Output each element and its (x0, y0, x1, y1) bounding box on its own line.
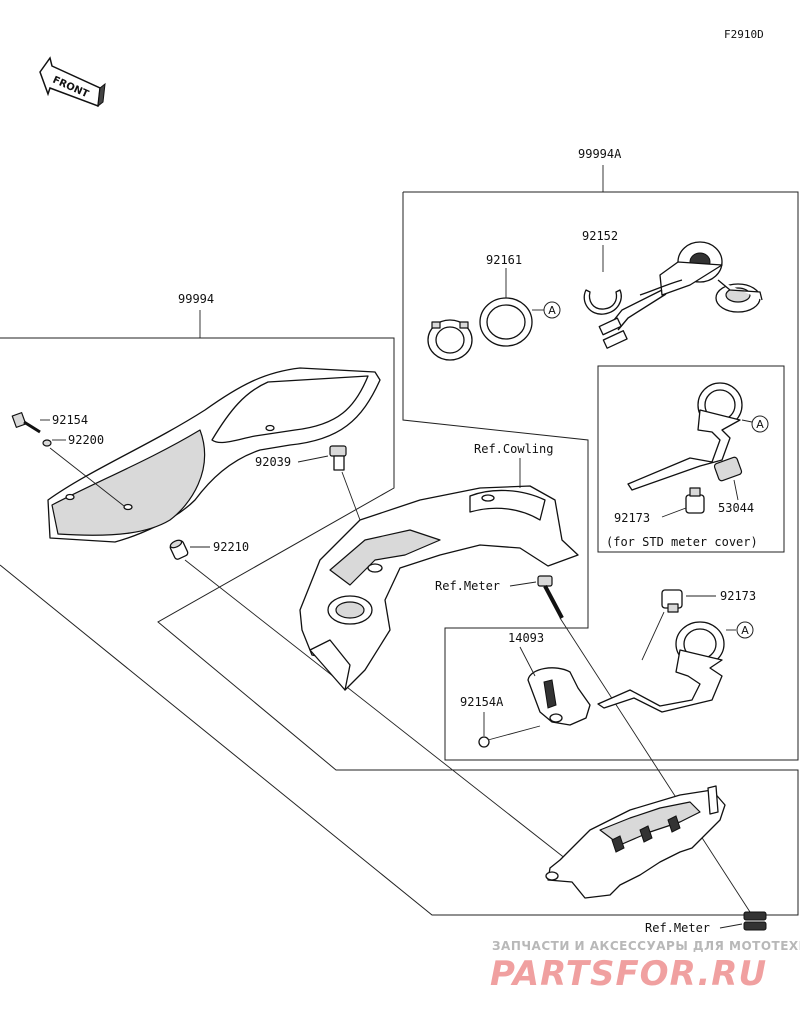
leader-14093 (519, 646, 536, 677)
frame-std-inset (597, 365, 785, 553)
long-bolt-icon (537, 575, 564, 619)
grommet-92210-icon (169, 539, 189, 560)
leader-92173-to-bracket (641, 611, 665, 661)
std-note: (for STD meter cover) (606, 535, 758, 549)
ring-nut-icon (427, 319, 473, 361)
label-92210: 92210 (213, 540, 249, 554)
label-92039: 92039 (255, 455, 291, 469)
leader-92154a-to-clamp (487, 725, 541, 741)
label-92173-right: 92173 (720, 589, 756, 603)
label-14093: 14093 (508, 631, 544, 645)
label-99994: 99994 (178, 292, 214, 306)
callout-a1 (543, 301, 561, 319)
label-ref-meter-bottom: Ref.Meter (645, 921, 710, 935)
leader-92173-inset (661, 507, 687, 518)
watermark-tagline: ЗАПЧАСТИ И АКСЕССУАРЫ ДЛЯ МОТОТЕХНИКИ (492, 939, 800, 953)
leader-a2 (741, 419, 753, 423)
circlip-92152-icon (583, 289, 622, 315)
label-92154: 92154 (52, 413, 88, 427)
clip-92039-icon (329, 445, 347, 471)
label-92200: 92200 (68, 433, 104, 447)
label-ref-meter-mid: Ref.Meter (435, 579, 500, 593)
windscreen-part (47, 367, 381, 543)
cowling-part (299, 485, 579, 691)
label-92154a: 92154A (460, 695, 504, 709)
leader-92200-to-screen (49, 447, 125, 507)
clip-92173-right-icon (661, 589, 683, 613)
callout-a3 (736, 621, 754, 639)
washer-92161-inner (486, 304, 526, 340)
leader-bolt-to-lower (559, 617, 751, 913)
bolt-92154-icon (11, 412, 41, 434)
leader-92210-to-bracket (184, 559, 581, 871)
callout-a2-text: A (756, 418, 764, 431)
washer-92200-icon (42, 439, 52, 447)
label-92173-inset: 92173 (614, 511, 650, 525)
callout-a3-text: A (741, 624, 749, 637)
figure-code: F2910D (724, 28, 764, 41)
label-53044: 53044 (718, 501, 754, 515)
leader-92039 (297, 455, 329, 463)
label-ref-cowling: Ref.Cowling (474, 442, 553, 456)
label-92152: 92152 (582, 229, 618, 243)
clip-92173-inset-icon (685, 487, 705, 514)
grommet-ref-meter-icon (743, 911, 767, 931)
clamp-14093-part (527, 667, 591, 726)
usb-socket-part (598, 241, 763, 349)
leader-ref-meter-mid (509, 581, 537, 587)
leader-ref-meter-bottom (719, 923, 743, 929)
frame-99994a (402, 191, 799, 761)
front-arrow-icon: FRONT (39, 56, 106, 108)
label-99994a: 99994A (578, 147, 622, 161)
callout-a2 (751, 415, 769, 433)
watermark-logo: PARTSFOR.RU (490, 954, 767, 994)
label-92161: 92161 (486, 253, 522, 267)
stay-bracket-part (545, 785, 726, 899)
std-bracket-part (627, 382, 743, 491)
leader-53044 (733, 479, 739, 501)
screw-92154a-icon (478, 736, 490, 748)
leader-92039-to-cowl (341, 471, 361, 521)
meter-bracket-part (597, 621, 725, 713)
callout-a1-text: A (548, 304, 556, 317)
spacer-53044-icon (713, 456, 743, 482)
frame-99994 (0, 337, 799, 916)
